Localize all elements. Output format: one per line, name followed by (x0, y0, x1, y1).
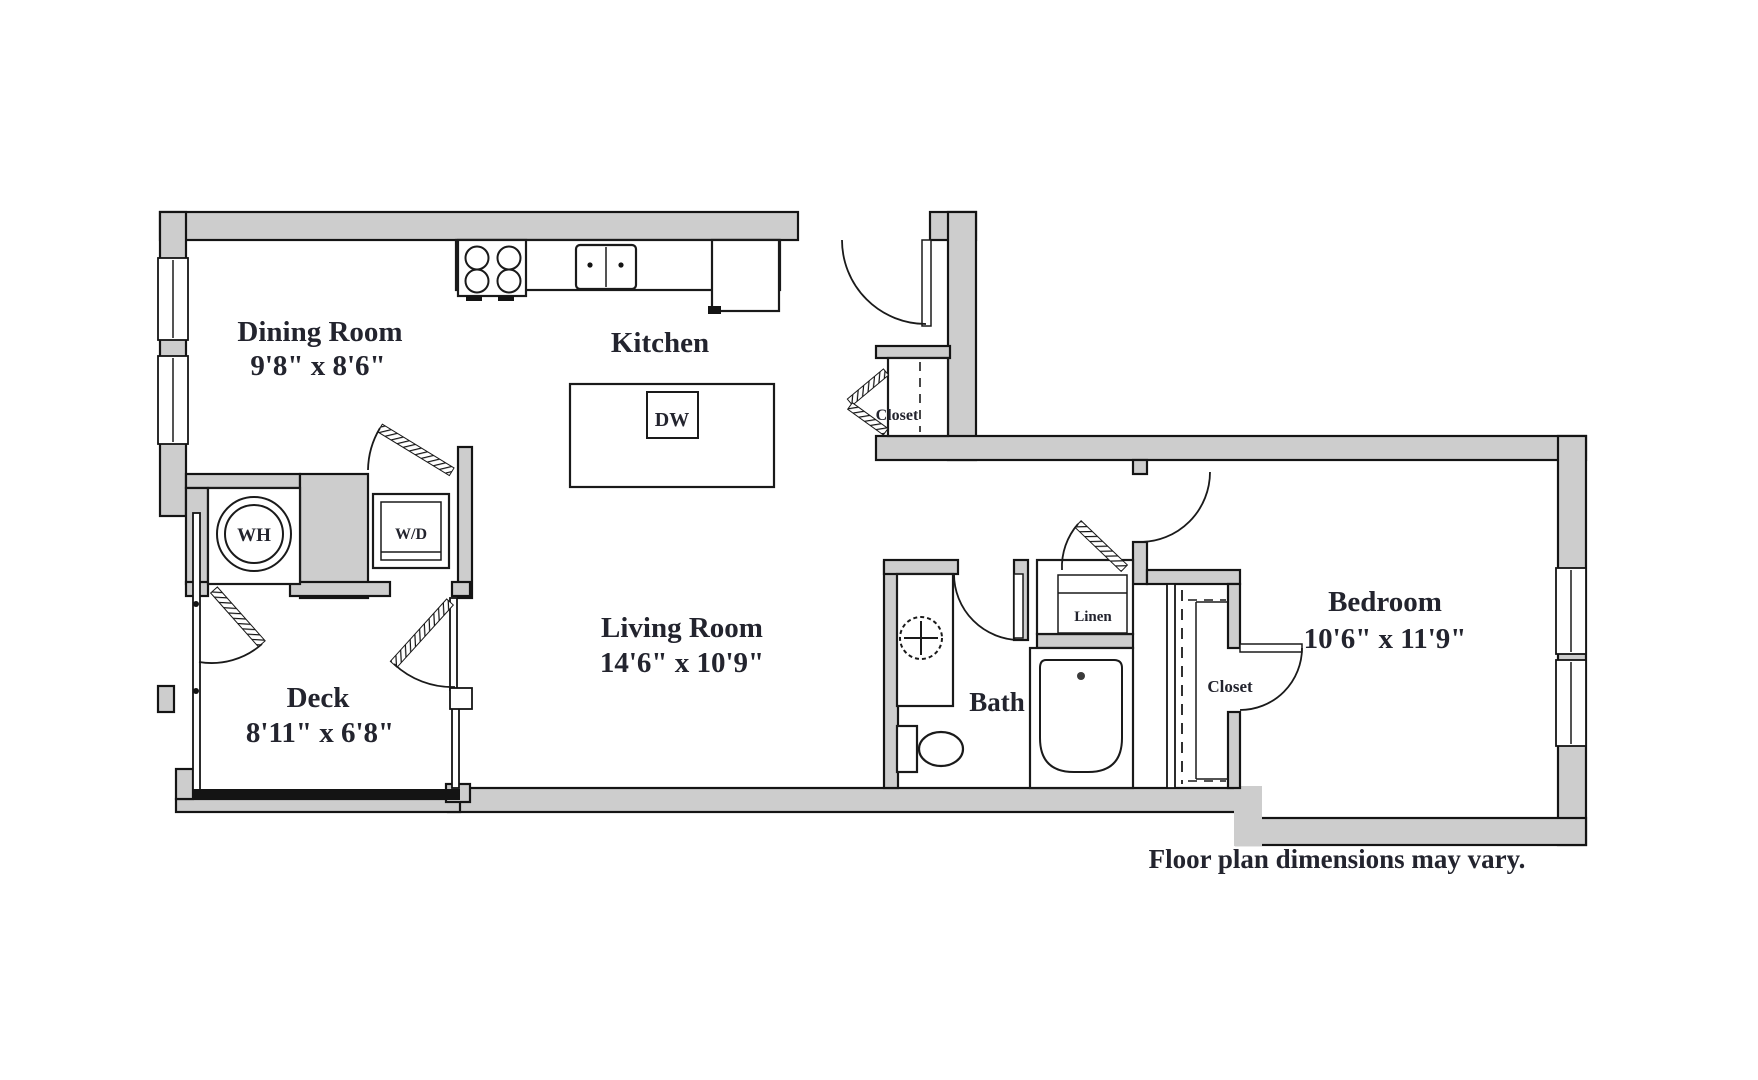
deck-door-leaf (389, 598, 455, 669)
washer-dryer-closet (371, 492, 451, 570)
wall-top-main (158, 210, 800, 242)
window-bedroom-upper (1555, 567, 1587, 655)
entry-closet-label: Closet (876, 407, 919, 424)
footnote: Floor plan dimensions may vary. (1149, 844, 1526, 874)
wd-door-arc (367, 427, 381, 471)
sink-icon (574, 243, 638, 291)
washer-dryer-icon (371, 492, 451, 570)
bedroom-closet-interior (1166, 583, 1228, 789)
deck-door-arc (393, 663, 456, 688)
bathtub-icon (1028, 646, 1135, 790)
bedroom-dims: 10'6" x 11'9" (1304, 623, 1467, 655)
wall-entry-closet-top (874, 344, 952, 360)
wh-deck-door (198, 586, 266, 664)
wall-deck-bottom (174, 797, 462, 814)
bedroom-label: Bedroom (1328, 586, 1442, 618)
kitchen-label: Kitchen (611, 327, 709, 359)
toilet-icon (895, 724, 965, 774)
wh-deck-door-arc (198, 643, 263, 664)
wall-deck-bottom-left-stub (174, 767, 195, 801)
washer-dryer-label: W/D (395, 526, 427, 543)
wh-deck-door-leaf (209, 586, 266, 648)
kitchen-fixtures (454, 238, 782, 489)
wall-lower-band (446, 786, 1250, 814)
deck-post-dot-lower (193, 688, 199, 694)
living-deck-door (389, 598, 456, 688)
water-heater-label: WH (237, 525, 271, 546)
refrigerator-icon (708, 238, 781, 314)
deck-dims: 8'11" x 6'8" (246, 717, 394, 749)
dishwasher-icon (646, 391, 699, 439)
wall-bedroom-wing-top (874, 434, 1588, 462)
entry-door-arc (841, 239, 927, 325)
bifold-door-leaf (846, 368, 890, 406)
bath-door-leaf (1013, 573, 1024, 639)
wall-wd-nook-right (456, 445, 474, 600)
wall-left-deck-tab (156, 684, 176, 714)
living-room-label: Living Room (601, 612, 763, 644)
kitchen-island (568, 382, 776, 489)
window-bedroom-lower (1555, 659, 1587, 747)
deck-post-dot-upper (193, 601, 199, 607)
linen-door-arc (1061, 523, 1079, 571)
dining-room-label: Dining Room (237, 316, 402, 348)
wall-bedroom-door-jamb-top (1131, 458, 1149, 476)
bedroom-closet-label: Closet (1207, 677, 1253, 696)
entry-door-leaf (921, 239, 932, 327)
deck-railing (193, 789, 460, 800)
bedroom-door-arc (1139, 471, 1211, 543)
wall-step-connector (1234, 786, 1262, 846)
linen-label: Linen (1074, 609, 1112, 625)
window-dining-upper (157, 257, 189, 341)
living-room-dims: 14'6" x 10'9" (600, 647, 764, 679)
bath-label: Bath (969, 687, 1025, 717)
deck-door-post (449, 687, 473, 710)
washer-dryer-door (367, 423, 455, 477)
vanity-sink-icon (895, 572, 955, 708)
entry-closet (846, 356, 950, 438)
windows (157, 257, 1587, 747)
entry-door (841, 239, 932, 327)
bath-fixtures (895, 558, 1135, 790)
dishwasher-label: DW (655, 409, 689, 431)
closet-door-leaf (1239, 643, 1303, 653)
deck-label: Deck (287, 682, 351, 714)
closet-west-wall (1166, 583, 1176, 789)
stove-icon (456, 238, 528, 301)
deck-right-wall-lower (451, 706, 460, 789)
closet-door-arc (1239, 647, 1303, 711)
wall-entry-right-vertical (946, 210, 978, 462)
wall-closet-east-lower (1226, 710, 1242, 790)
water-heater-icon (216, 496, 292, 572)
wall-closet-east-upper (1226, 582, 1242, 650)
deck-structure (192, 512, 473, 800)
walls (156, 210, 1588, 847)
bifold-door-leaf (846, 402, 889, 436)
doors (198, 239, 1303, 711)
bedroom-door (1139, 471, 1211, 543)
wall-linen-bottom (1035, 632, 1135, 650)
deck-right-wall-upper (449, 597, 458, 691)
bath-door (953, 573, 1024, 641)
wall-bedroom-bottom (1234, 816, 1588, 847)
bedroom-closet-door (1239, 643, 1303, 711)
linen-door (1061, 520, 1129, 573)
window-dining-lower (157, 355, 189, 445)
dining-room-dims: 9'8" x 8'6" (250, 350, 385, 382)
wd-door-leaf (376, 423, 455, 477)
wall-deck-top-c (450, 580, 472, 598)
bath-door-arc (953, 573, 1021, 641)
water-heater-closet (206, 486, 302, 586)
deck-left-wall (192, 512, 201, 791)
wall-bedroom-door-jamb-bottom (1131, 540, 1149, 586)
wall-closet-top (1145, 568, 1242, 586)
wall-bath-top (882, 558, 960, 576)
linen-closet (1035, 558, 1135, 636)
wall-between-wh-wd (298, 472, 370, 600)
room-labels: Dining Room 9'8" x 8'6" Kitchen DW Close… (237, 316, 1525, 874)
wall-deck-top-b (288, 580, 392, 598)
wall-wh-closet-top (184, 472, 302, 490)
